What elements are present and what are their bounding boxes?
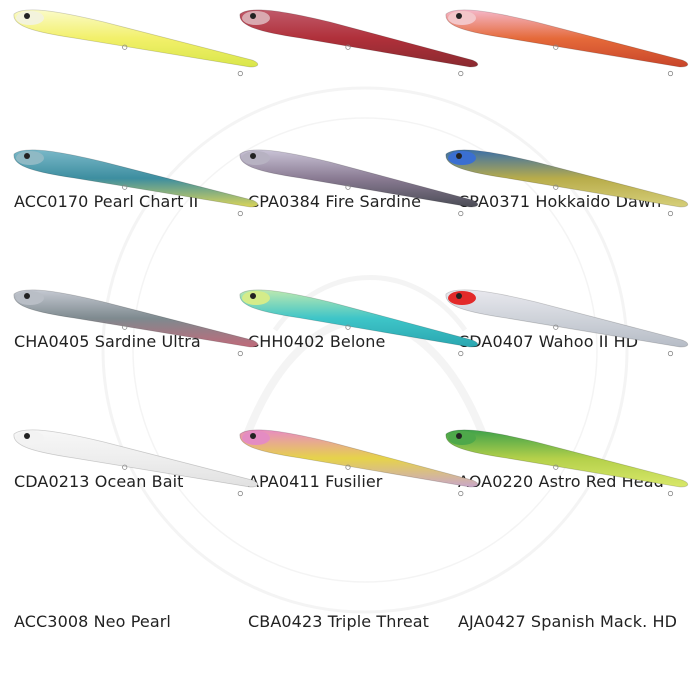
hook-eye xyxy=(553,464,559,470)
lure-eye xyxy=(24,13,30,19)
lure-body xyxy=(239,149,479,208)
product-card[interactable]: CDA0407 Wahoo II HD xyxy=(432,149,700,380)
lure-eye xyxy=(456,293,462,299)
lure-body xyxy=(445,289,689,348)
lure-head xyxy=(448,291,476,305)
hook-eye xyxy=(345,464,351,470)
lure-image xyxy=(445,149,689,217)
lure-image xyxy=(13,9,259,77)
lure-image xyxy=(239,289,479,357)
lure-eye xyxy=(24,153,30,159)
product-label: CPA0371 Hokkaido Dawn xyxy=(458,192,662,211)
hook-eye xyxy=(345,324,351,330)
lure-head xyxy=(242,11,270,25)
hook-eye xyxy=(122,44,128,50)
lure-image xyxy=(239,9,479,77)
product-card[interactable]: CPA0384 Fire Sardine xyxy=(232,9,479,240)
lure-eye xyxy=(250,153,256,159)
lure-image xyxy=(445,289,689,357)
lure-head xyxy=(242,431,270,445)
lure-eye xyxy=(250,293,256,299)
product-card[interactable]: CBA0423 Triple Threat xyxy=(232,429,479,660)
product-card[interactable]: AJA0427 Spanish Mack. HD xyxy=(432,429,700,660)
product-card[interactable]: CPA0371 Hokkaido Dawn xyxy=(432,9,700,240)
lure-image xyxy=(239,149,479,217)
hook-eye xyxy=(237,490,243,497)
hook-eye xyxy=(458,70,464,77)
lure-body xyxy=(13,9,259,68)
hook-eye xyxy=(458,350,464,357)
hook-eye xyxy=(667,70,674,77)
lure-head xyxy=(16,11,44,25)
lure-eye xyxy=(456,433,462,439)
lure-head xyxy=(242,291,270,305)
hook-eye xyxy=(122,464,128,470)
product-label: CDA0407 Wahoo II HD xyxy=(458,332,639,351)
hook-eye xyxy=(458,210,464,217)
lure-eye xyxy=(24,293,30,299)
product-card[interactable]: CHA0405 Sardine Ultra xyxy=(0,149,259,380)
lure-image xyxy=(445,429,689,497)
lure-head xyxy=(448,431,476,445)
product-card[interactable]: AOA0220 Astro Red Head xyxy=(432,289,700,520)
lure-eye xyxy=(24,433,30,439)
hook-eye xyxy=(122,324,128,330)
product-label: CBA0423 Triple Threat xyxy=(248,612,430,631)
lure-body xyxy=(445,149,689,208)
lure-eye xyxy=(250,433,256,439)
product-label: CPA0384 Fire Sardine xyxy=(248,192,422,211)
lure-eye xyxy=(250,13,256,19)
product-card[interactable]: ACC0170 Pearl Chart II xyxy=(0,9,259,240)
hook-eye xyxy=(667,490,674,497)
lure-body xyxy=(239,429,479,488)
lure-body xyxy=(239,9,479,68)
hook-eye xyxy=(345,44,351,50)
hook-eye xyxy=(345,184,351,190)
lure-body xyxy=(445,429,689,488)
product-card[interactable]: CDA0213 Ocean Bait xyxy=(0,289,259,520)
lure-image xyxy=(239,429,479,497)
lure-eye xyxy=(456,13,462,19)
hook-eye xyxy=(553,324,559,330)
product-card[interactable]: CHH0402 Belone xyxy=(232,149,479,380)
lure-image xyxy=(445,9,689,77)
product-label: CHA0405 Sardine Ultra xyxy=(14,332,201,351)
hook-eye xyxy=(458,490,464,497)
product-label: ACC0170 Pearl Chart II xyxy=(14,192,199,211)
product-label: APA0411 Fusilier xyxy=(248,472,383,491)
lure-head xyxy=(448,11,476,25)
lure-image xyxy=(13,429,259,497)
hook-eye xyxy=(667,210,674,217)
hook-eye xyxy=(553,184,559,190)
lure-head xyxy=(16,291,44,305)
lure-image xyxy=(13,289,259,357)
product-label: CDA0213 Ocean Bait xyxy=(14,472,184,491)
hook-eye xyxy=(122,184,128,190)
hook-eye xyxy=(667,350,674,357)
lure-body xyxy=(13,429,259,488)
lure-body xyxy=(445,9,689,68)
lure-head xyxy=(242,151,270,165)
lure-head xyxy=(448,151,476,165)
hook-eye xyxy=(237,350,243,357)
lure-body xyxy=(13,149,259,208)
hook-eye xyxy=(553,44,559,50)
hook-eye xyxy=(237,210,243,217)
product-card[interactable]: APA0411 Fusilier xyxy=(232,289,479,520)
product-label: AOA0220 Astro Red Head xyxy=(458,472,664,491)
product-card[interactable]: ACC3008 Neo Pearl xyxy=(0,429,259,660)
product-label: ACC3008 Neo Pearl xyxy=(14,612,171,631)
lure-image xyxy=(13,149,259,217)
hook-eye xyxy=(237,70,243,77)
lure-eye xyxy=(456,153,462,159)
product-label: CHH0402 Belone xyxy=(248,332,386,351)
lure-head xyxy=(16,151,44,165)
product-label: AJA0427 Spanish Mack. HD xyxy=(458,612,677,631)
lure-body xyxy=(239,289,479,348)
lure-body xyxy=(13,289,259,348)
lure-head xyxy=(16,431,44,445)
